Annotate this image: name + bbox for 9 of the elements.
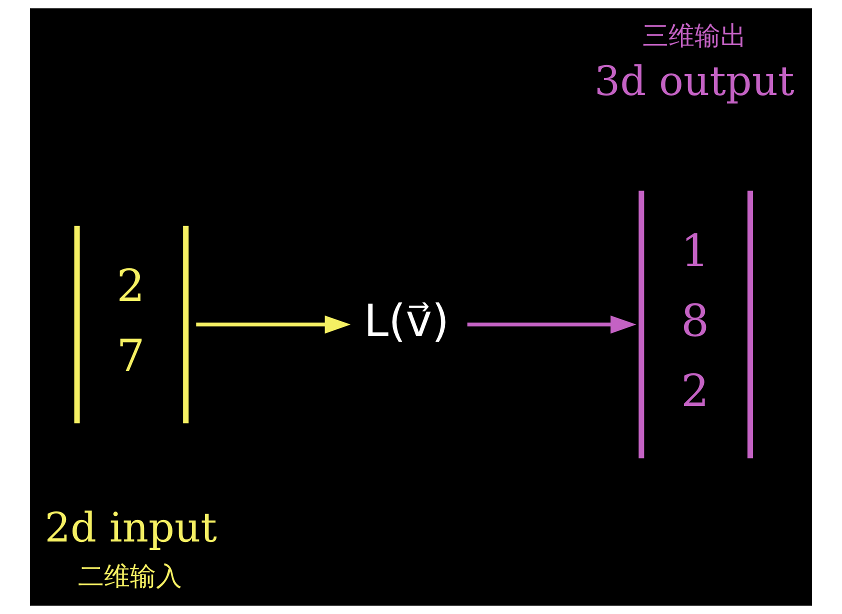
- node-text: 2 7: [116, 260, 145, 382]
- node-text: L(v⃗): [364, 296, 450, 347]
- node-text: 1 8 2: [681, 226, 710, 418]
- node-label: 三维输出: [642, 22, 746, 52]
- arrow: [196, 315, 351, 334]
- arrow: [467, 315, 636, 334]
- node-label: 2d input: [44, 503, 217, 552]
- node-label: 二维输入: [78, 562, 182, 592]
- node-label: 3d output: [594, 57, 794, 106]
